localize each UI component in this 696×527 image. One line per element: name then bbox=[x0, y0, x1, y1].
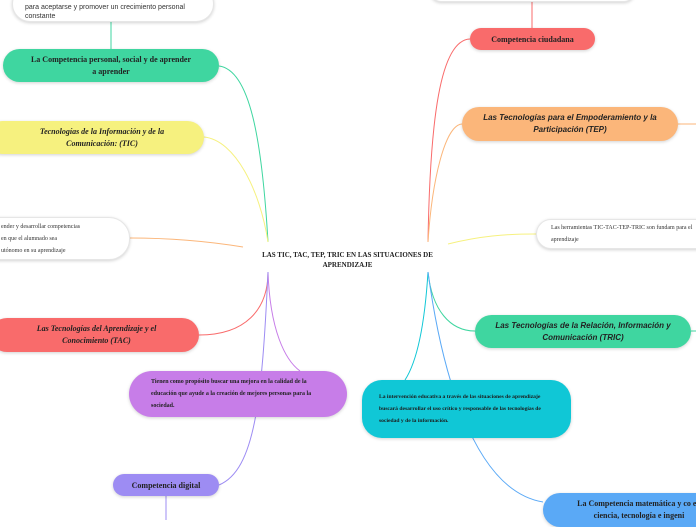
link-tac bbox=[198, 271, 269, 336]
tac-text: Las Tecnologías del Aprendizaje y el Con… bbox=[36, 324, 157, 345]
link-tric bbox=[427, 271, 476, 332]
left-note-node[interactable]: ender y desarrollar competencias en que … bbox=[0, 217, 130, 260]
competencia-ciudadana-text: Competencia ciudadana bbox=[491, 34, 574, 44]
link-proposito bbox=[267, 271, 301, 372]
competencia-digital-node[interactable]: Competencia digital bbox=[113, 474, 219, 496]
link-tic bbox=[203, 136, 269, 243]
tric-node[interactable]: Las Tecnologías de la Relación, Informac… bbox=[475, 315, 691, 348]
tric-text: Las Tecnologías de la Relación, Informac… bbox=[495, 320, 671, 342]
link-tep bbox=[427, 123, 463, 243]
competencia-digital-text: Competencia digital bbox=[131, 480, 201, 490]
top-right-node[interactable] bbox=[430, 0, 635, 2]
competencia-personal-node[interactable]: La Competencia personal, social y de apr… bbox=[3, 49, 219, 82]
tic-node[interactable]: Tecnologías de la Información y de la Co… bbox=[0, 121, 204, 154]
tep-node[interactable]: Las Tecnologías para el Empoderamiento y… bbox=[462, 107, 678, 141]
top-note-node[interactable]: para aceptarse y promover un crecimiento… bbox=[12, 0, 214, 22]
herramientas-node[interactable]: Las herramientas TIC-TAC-TEP-TRIC son fu… bbox=[536, 219, 696, 249]
intervencion-node[interactable]: La intervención educativa a través de la… bbox=[362, 380, 571, 438]
link-herramientas bbox=[447, 233, 537, 245]
central-topic[interactable]: LAS TIC, TAC, TEP, TRIC EN LAS SITUACION… bbox=[250, 250, 445, 270]
competencia-ciudadana-node[interactable]: Competencia ciudadana bbox=[470, 28, 595, 50]
tep-text: Las Tecnologías para el Empoderamiento y… bbox=[483, 113, 657, 134]
link-competencia-personal bbox=[218, 65, 269, 243]
competencia-personal-text: La Competencia personal, social y de apr… bbox=[30, 54, 192, 76]
proposito-text: Tienen como propósito buscar una mejora … bbox=[151, 379, 312, 409]
tac-node[interactable]: Las Tecnologías del Aprendizaje y el Con… bbox=[0, 318, 199, 352]
central-topic-text: LAS TIC, TAC, TEP, TRIC EN LAS SITUACION… bbox=[262, 251, 433, 269]
proposito-node[interactable]: Tienen como propósito buscar una mejora … bbox=[129, 371, 347, 417]
top-note-text: para aceptarse y promover un crecimiento… bbox=[25, 4, 185, 20]
link-left-note bbox=[129, 237, 244, 248]
intervencion-text: La intervención educativa a través de la… bbox=[379, 394, 541, 424]
link-competencia-ciudadana bbox=[427, 38, 471, 243]
left-note-line-2: en que el alumnado sea bbox=[1, 235, 57, 242]
link-competencia-digital bbox=[218, 271, 269, 486]
competencia-matematica-node[interactable]: La Competencia matemática y co en cienci… bbox=[543, 493, 696, 527]
left-note-line-3: utónomo en su aprendizaje bbox=[1, 247, 66, 254]
herramientas-text: Las herramientas TIC-TAC-TEP-TRIC son fu… bbox=[551, 225, 693, 243]
link-intervencion bbox=[404, 271, 429, 381]
tic-text: Tecnologías de la Información y de la Co… bbox=[39, 126, 165, 148]
left-note-line-1: ender y desarrollar competencias bbox=[1, 223, 81, 230]
competencia-matematica-text: La Competencia matemática y co en cienci… bbox=[577, 499, 696, 520]
